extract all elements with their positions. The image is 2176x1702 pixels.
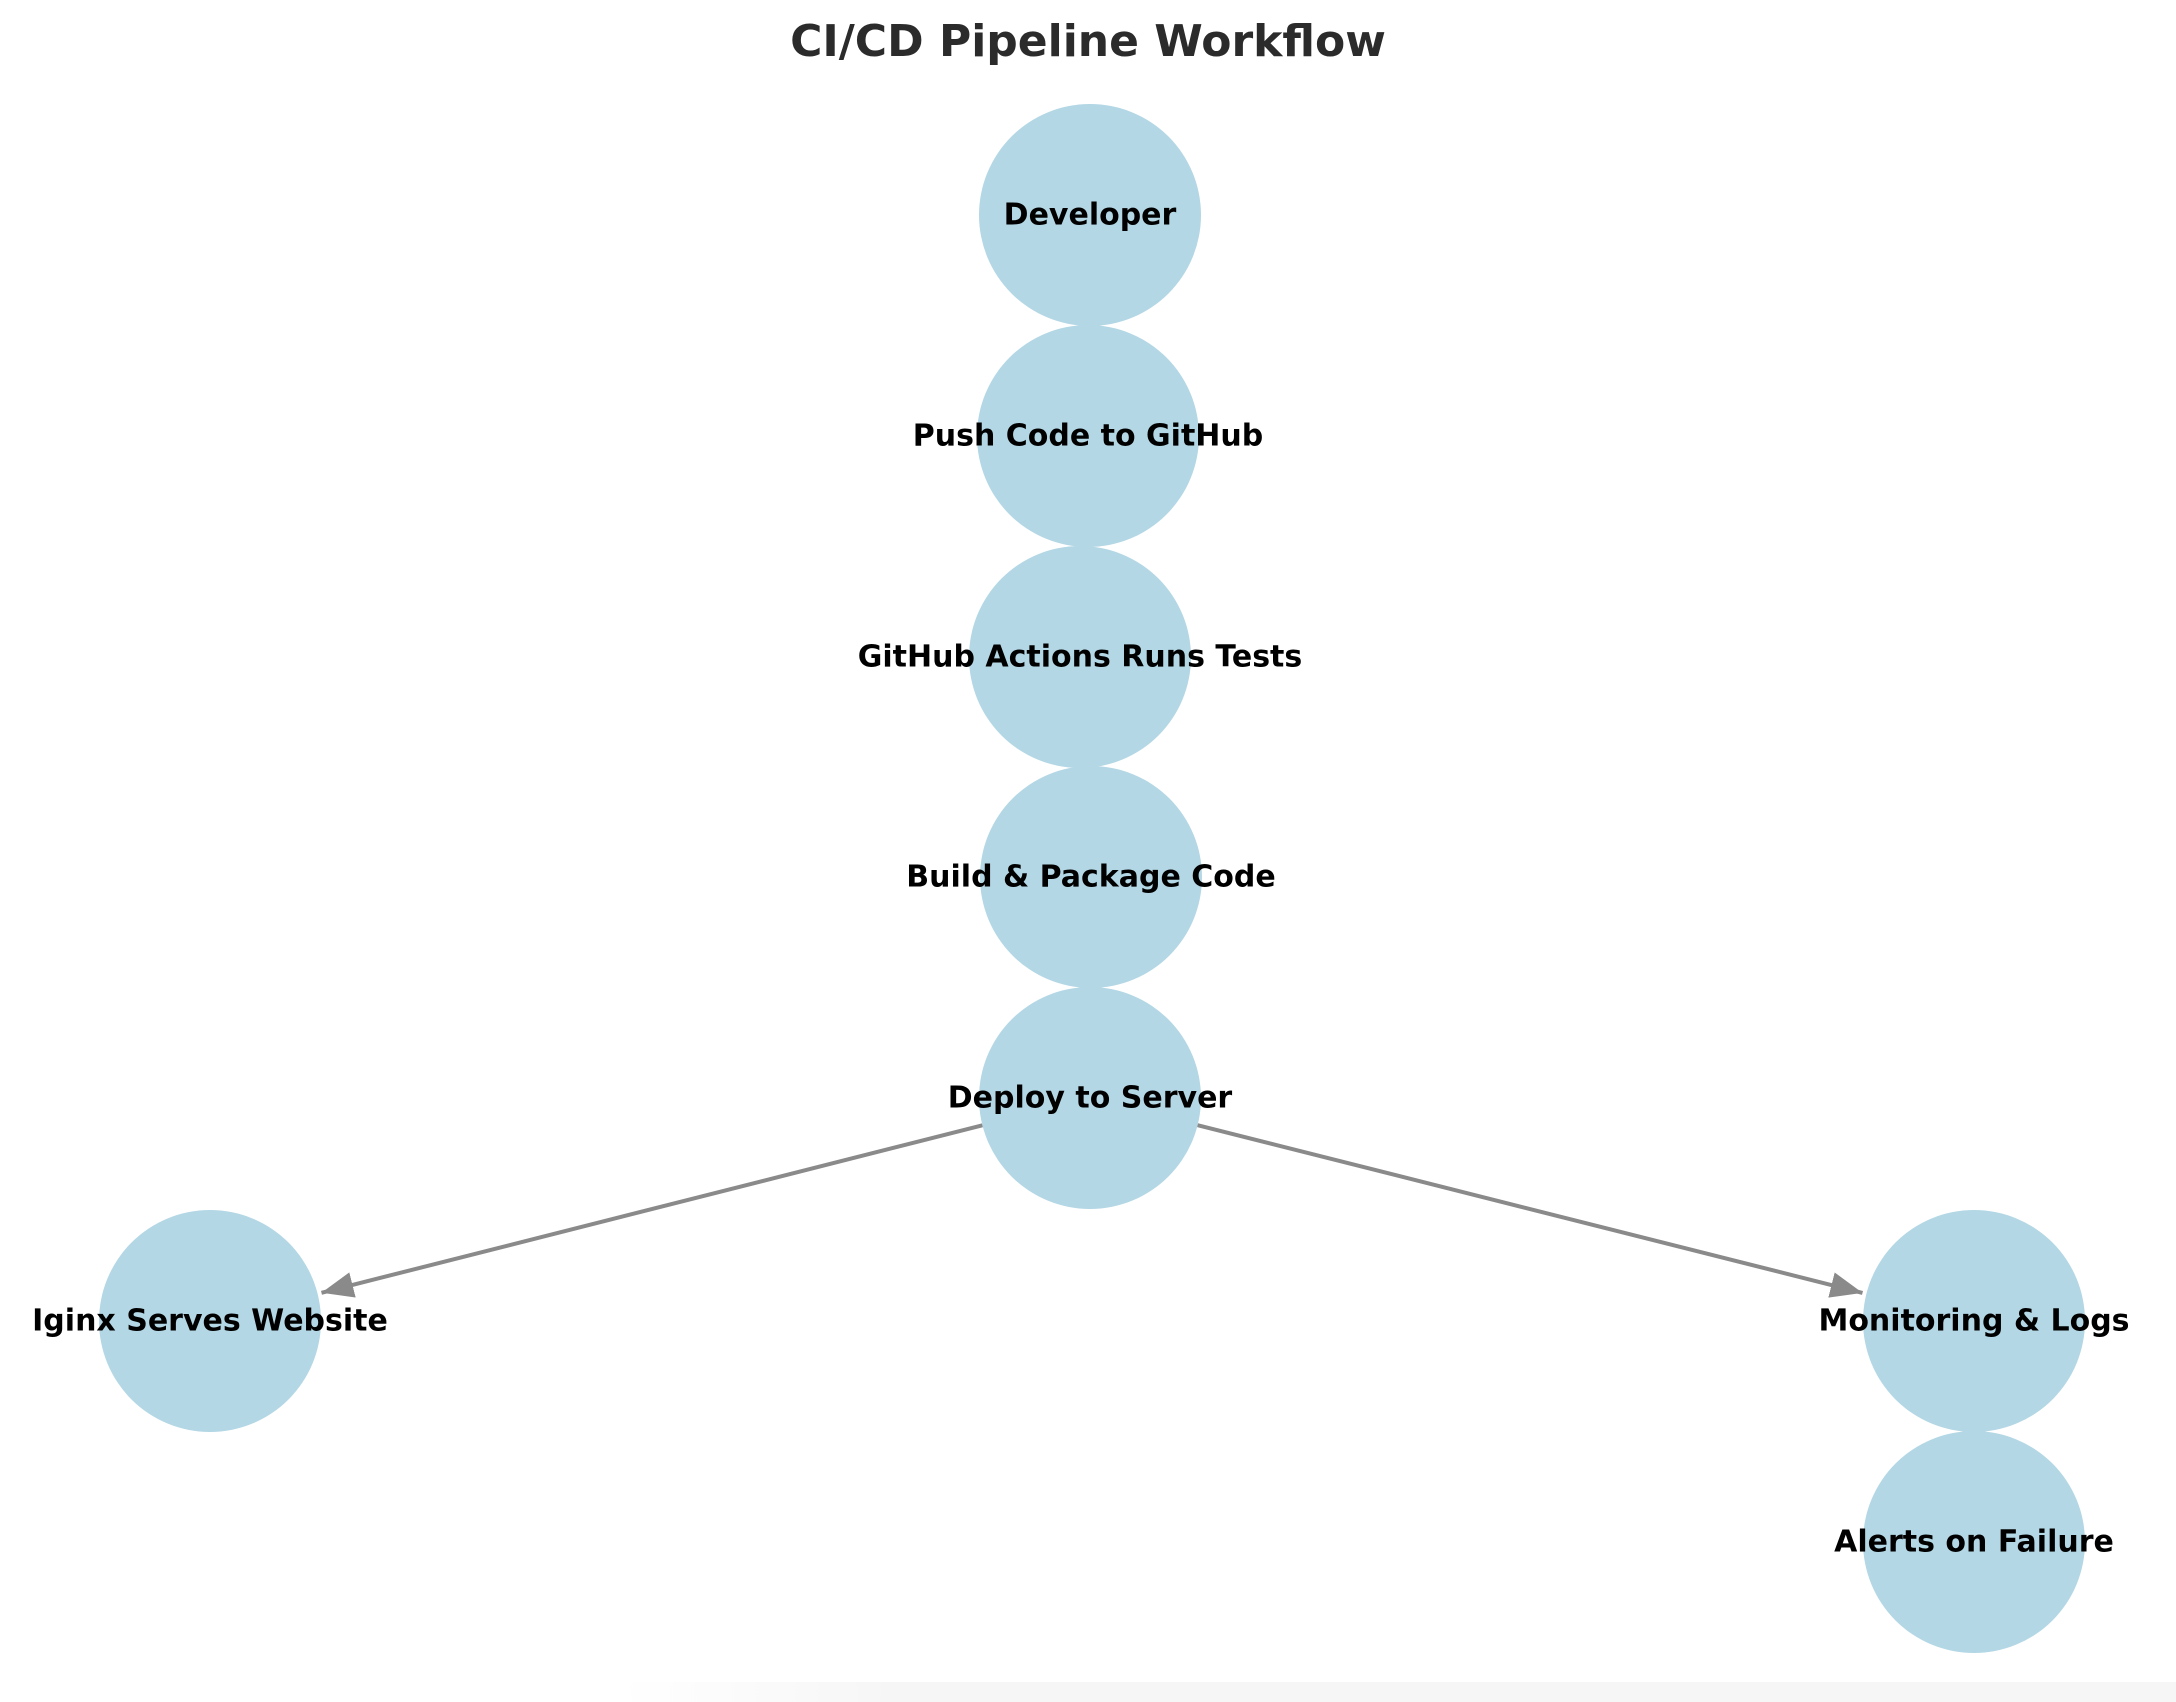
bottom-edge-artifact xyxy=(620,1682,2176,1702)
node-build-package-code: Build & Package Code xyxy=(906,766,1276,988)
edge-deploy-to-iginx-arrow xyxy=(321,1123,983,1298)
node-label: Push Code to GitHub xyxy=(912,418,1264,454)
edge-deploy-to-monitoring-arrow xyxy=(1197,1123,1863,1298)
node-label: GitHub Actions Runs Tests xyxy=(857,639,1303,675)
node-push-code-to-github: Push Code to GitHub xyxy=(913,325,1263,547)
node-github-actions-runs-tests: GitHub Actions Runs Tests xyxy=(858,546,1302,768)
node-monitoring-logs: Monitoring & Logs xyxy=(1818,1210,2130,1432)
node-label: Developer xyxy=(1003,197,1177,233)
node-label: Deploy to Server xyxy=(947,1080,1233,1116)
node-iginx-serves-website: Iginx Serves Website xyxy=(32,1210,388,1432)
node-label: Iginx Serves Website xyxy=(32,1303,388,1339)
node-deploy-to-server: Deploy to Server xyxy=(948,987,1232,1209)
node-label: Monitoring & Logs xyxy=(1818,1303,2130,1339)
node-alerts-on-failure: Alerts on Failure xyxy=(1834,1431,2114,1653)
node-developer: Developer xyxy=(979,104,1201,326)
figure-title: CI/CD Pipeline Workflow xyxy=(790,16,1386,67)
node-label: Build & Package Code xyxy=(906,859,1276,895)
node-label: Alerts on Failure xyxy=(1834,1524,2114,1560)
